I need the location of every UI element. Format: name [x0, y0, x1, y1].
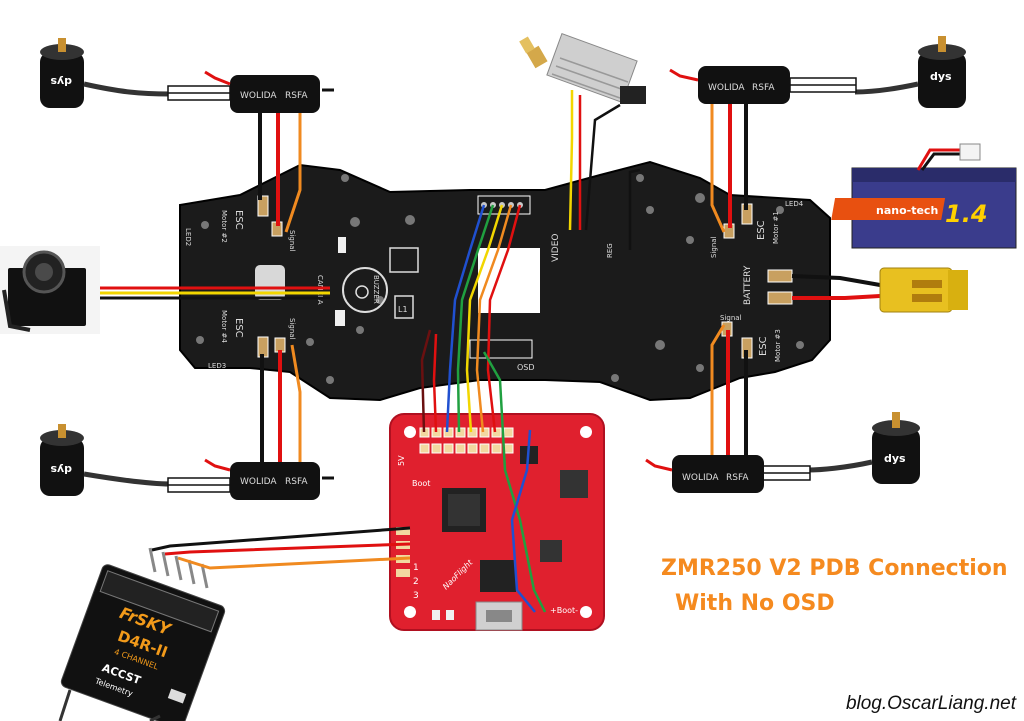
battery-wires	[791, 274, 881, 300]
label-camera: CAMERA	[316, 275, 324, 305]
label-signal-bottom-right: Signal	[720, 314, 742, 322]
motor-top-left: dys	[40, 38, 171, 108]
fc-pin-1: 1	[413, 563, 419, 573]
battery-capacity: 1.4	[945, 200, 988, 228]
esc-top-right: WOLIDA RSFA	[669, 66, 790, 104]
motor-bottom-left: dys	[40, 424, 171, 496]
fpv-camera	[0, 246, 100, 334]
caption-subtitle: With No OSD	[675, 591, 835, 616]
esc-bottom-left: WOLIDA RSFA	[204, 458, 334, 500]
vtx-wires	[568, 90, 641, 250]
label-signal-top-left: Signal	[288, 230, 296, 252]
esc-power-wires	[258, 100, 748, 462]
label-motor1: Motor #1	[772, 211, 780, 244]
label-esc-left-top: ESC	[233, 210, 244, 230]
label-buzzer: BUZZER	[372, 275, 380, 304]
esc-brand: WOLIDA	[708, 83, 745, 93]
fc-pin-3: 3	[413, 591, 419, 601]
fc-signal-wires	[420, 204, 547, 613]
motor-brand-label: dys	[930, 70, 952, 83]
label-motor2: Motor #2	[220, 210, 228, 243]
label-led3: LED3	[208, 362, 226, 370]
esc-model: RSFA	[285, 477, 308, 487]
flight-controller: 5V Boot +Boot- NaoFlight 1 2 3	[389, 413, 605, 631]
caption-title: ZMR250 V2 PDB Connection	[661, 556, 1008, 581]
label-esc-left-bottom: ESC	[233, 318, 244, 338]
label-led4: LED4	[785, 200, 804, 208]
rx-receiver: FrSKY D4R-II 4 CHANNEL ACCST Telemetry	[58, 547, 226, 721]
esc-brand: WOLIDA	[682, 473, 719, 483]
label-esc-right-bottom: ESC	[758, 336, 769, 356]
label-l1: L1	[398, 305, 408, 314]
fc-pin-2: 2	[413, 577, 419, 587]
motor-bottom-right: dys	[807, 412, 920, 484]
label-esc-right-top: ESC	[756, 220, 767, 240]
fc-boot-label: Boot	[412, 479, 430, 488]
camera-wires	[100, 286, 330, 300]
esc-model: RSFA	[726, 473, 749, 483]
battery-brand: nano-tech	[876, 204, 938, 217]
esc-model: RSFA	[285, 91, 308, 101]
label-osd: OSD	[517, 363, 535, 372]
motor-brand-label: dys	[884, 452, 906, 465]
lipo-battery: nano-tech 1.4	[831, 143, 1017, 249]
label-led2: LED2	[184, 228, 192, 246]
xt60-connector	[879, 267, 968, 313]
fc-5v-label: 5V	[397, 455, 406, 466]
motor-wire-links	[167, 77, 857, 493]
label-video: VIDEO	[551, 233, 561, 262]
motor-brand-label: dys	[50, 463, 72, 476]
credit-text: blog.OscarLiang.net	[845, 693, 1016, 714]
esc-top-left: WOLIDA RSFA	[204, 70, 334, 113]
esc-brand: WOLIDA	[240, 477, 277, 487]
label-reg: REG	[606, 243, 614, 258]
esc-model: RSFA	[752, 83, 775, 93]
esc-bottom-right: WOLIDA RSFA	[645, 455, 764, 493]
label-battery: BATTERY	[743, 265, 753, 305]
fc-boot2-label: +Boot-	[550, 606, 578, 615]
label-signal-top-right: Signal	[710, 236, 718, 258]
label-motor3: Motor #3	[774, 329, 782, 362]
label-motor4: Motor #4	[220, 310, 228, 343]
video-transmitter	[519, 33, 646, 104]
rx-wires	[151, 526, 411, 570]
buzzer-icon	[342, 267, 388, 313]
motor-top-right: dys	[854, 36, 966, 108]
motor-brand-label: dys	[50, 75, 72, 88]
label-signal-bottom-left: Signal	[288, 318, 296, 340]
esc-brand: WOLIDA	[240, 91, 277, 101]
pdb-board: ESC Motor #2 Signal ESC Motor #4 Signal …	[179, 160, 831, 402]
